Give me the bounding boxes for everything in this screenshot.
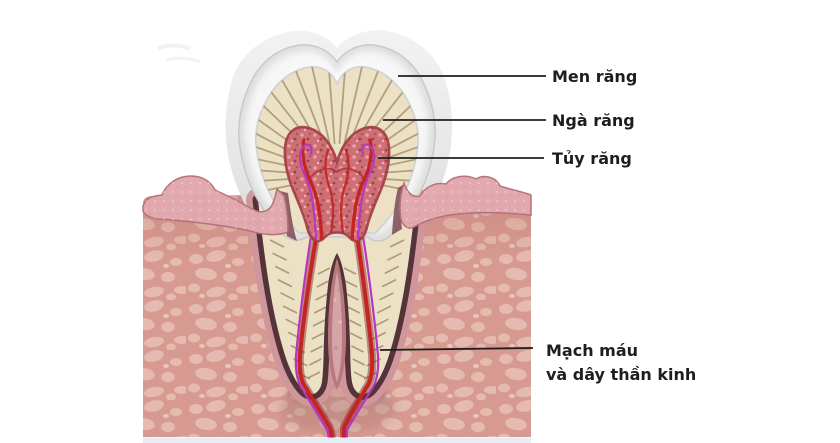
root-canal-vessels: [294, 224, 380, 443]
labels: Men răng Ngà răng Tủy răng Mạch máu và d…: [546, 67, 696, 384]
pulp-nerve-left: [298, 143, 318, 240]
label-pulp: Tủy răng: [552, 149, 632, 168]
bottom-strip: [143, 437, 531, 443]
faint-smudge: [157, 43, 201, 64]
vessel-left: [297, 226, 334, 443]
interradicular-bone: [328, 258, 346, 390]
nerve-right: [345, 228, 380, 443]
vessel-right: [341, 226, 375, 443]
leader-lines: [378, 75, 546, 351]
pulp-vessels-nerves: [298, 138, 376, 241]
label-vessels-line1: Mạch máu: [546, 341, 638, 360]
pulp-region: [283, 125, 391, 243]
tooth-roots: [258, 200, 416, 394]
pulp-nerve-right: [356, 143, 376, 240]
label-vessels-line2: và dây thần kinh: [546, 365, 696, 384]
label-dentin: Ngà răng: [552, 111, 635, 130]
label-enamel: Men răng: [552, 67, 637, 86]
dentin-root-hatch-lines: [269, 239, 405, 380]
nerve-left: [294, 228, 331, 443]
leader-line-vessels: [379, 347, 534, 351]
